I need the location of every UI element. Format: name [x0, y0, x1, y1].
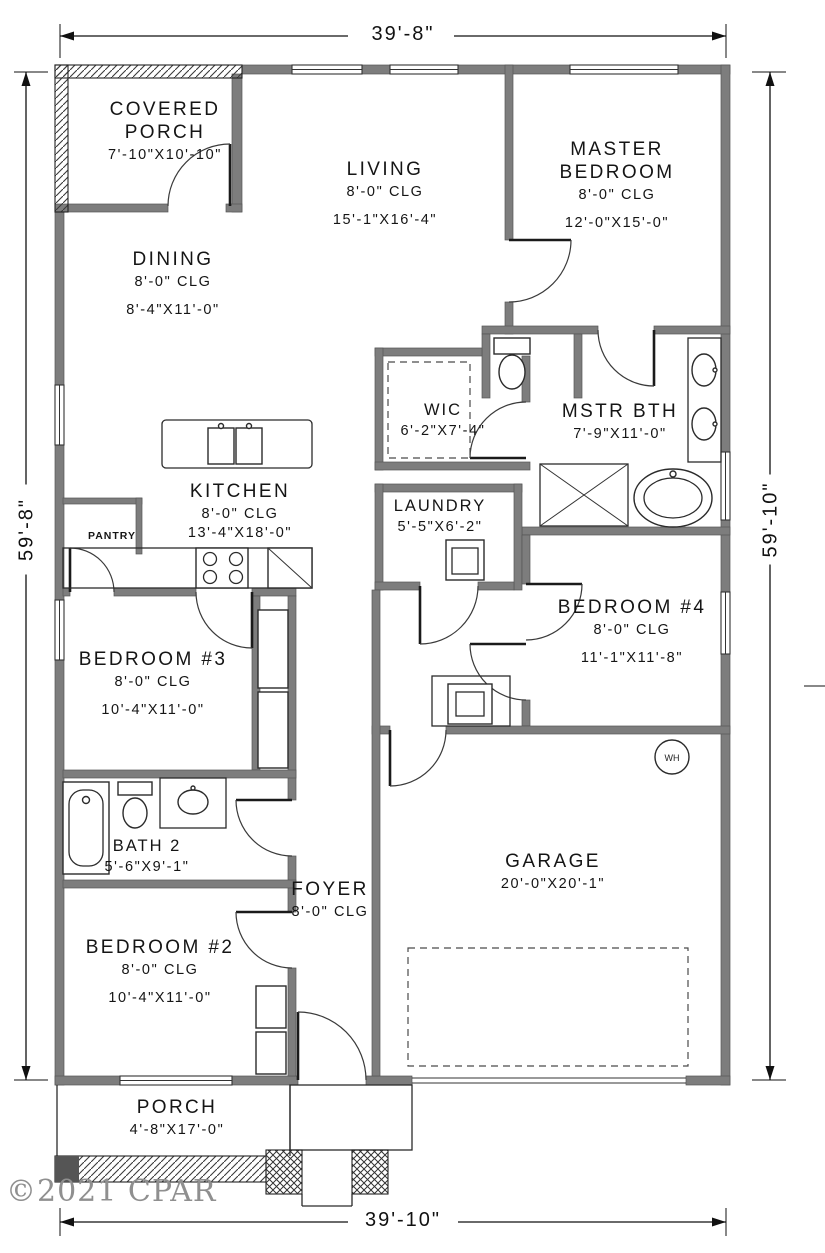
bedroom2-window [119, 1075, 233, 1086]
garage-door [412, 1077, 686, 1084]
living-window-1 [291, 64, 363, 75]
washer [445, 539, 485, 581]
walls [54, 64, 731, 1086]
wic-door [469, 401, 527, 460]
porch-edge-band [54, 1155, 267, 1183]
master-double-vanity [687, 337, 722, 463]
living-window-2 [389, 64, 459, 75]
bedroom2-door [235, 910, 293, 969]
bath2-door [235, 798, 293, 857]
bedroom4-window [720, 591, 731, 655]
master-bath-door [597, 329, 656, 387]
pantry-door [68, 547, 115, 593]
porch-hatched-walls [54, 64, 243, 213]
garage-door-dashed-outline [407, 947, 689, 1067]
fixtures: WH [62, 337, 722, 875]
bedroom2-closet-door [255, 985, 287, 1029]
master-bath-window [720, 451, 731, 521]
dining-window [54, 384, 65, 446]
porch-corner-block [55, 1156, 79, 1182]
dimension-lines [14, 24, 825, 1236]
bedroom2-closet-door [255, 1031, 287, 1075]
front-porch-details [54, 1084, 413, 1207]
mechanical-closet [431, 675, 511, 727]
dashed-lines [407, 947, 689, 1067]
doors [68, 143, 656, 1081]
bath2-tub [62, 781, 110, 875]
wic-shelving [387, 361, 471, 459]
bedroom3-window [54, 599, 65, 661]
master-toilet [493, 337, 531, 390]
laundry-door [418, 585, 479, 645]
master-tub [633, 468, 713, 528]
bedroom3-closet-door [257, 691, 289, 769]
closets [255, 609, 511, 1075]
bath2-toilet [117, 781, 153, 829]
porch-column [351, 1149, 389, 1195]
stove [195, 547, 249, 589]
porch-door [167, 143, 232, 207]
water-heater-label: WH [665, 753, 680, 763]
master-bedroom-window [569, 64, 679, 75]
porch-column [265, 1149, 303, 1195]
windows [54, 64, 731, 1086]
hall-bath-door [525, 582, 583, 641]
front-stoop [289, 1084, 413, 1151]
refrigerator [267, 547, 313, 589]
water-heater: WH [654, 739, 690, 775]
kitchen-island [161, 419, 313, 469]
garage-entry-door [388, 729, 447, 787]
master-bedroom-door [508, 238, 572, 303]
hvac-unit [447, 683, 493, 725]
bath2-vanity [159, 777, 227, 829]
bedroom3-closet-door [257, 609, 289, 689]
front-door [296, 1011, 367, 1081]
master-shower [539, 463, 629, 527]
bedroom3-door [195, 591, 254, 649]
